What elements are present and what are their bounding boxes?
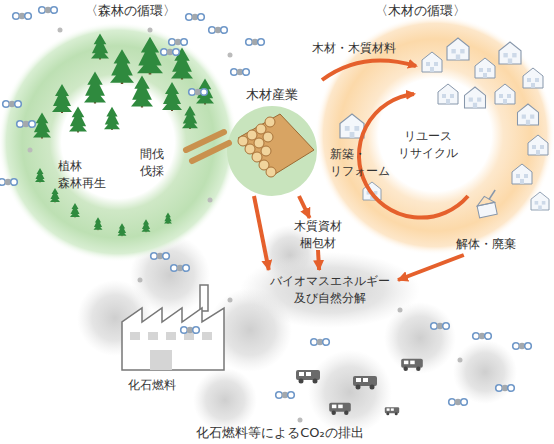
flow-arrow (254, 196, 269, 270)
flow-arrow (299, 196, 310, 218)
co2-molecule (209, 27, 228, 34)
particle (58, 28, 63, 33)
co2-molecule (246, 39, 265, 46)
factory-door (150, 350, 172, 370)
particle (228, 53, 233, 58)
factory-window (184, 332, 194, 340)
node-text: 木材・木質材料 (312, 40, 412, 57)
particle (298, 418, 303, 423)
smoke-cloud (308, 350, 392, 434)
forest-ring (0, 22, 238, 262)
node-heading: 〈森林の循環〉 (55, 2, 205, 20)
node-outline (227, 106, 317, 196)
node-text: 解体・廃棄 (456, 236, 526, 253)
cycle-node: 〈森林の循環〉植林 森林再生間伐 伐採 (0, 22, 238, 262)
co2-molecule (431, 323, 450, 330)
smoke-cloud (193, 368, 257, 432)
co2-molecule (231, 69, 250, 76)
factory-building (122, 308, 224, 370)
co2-molecule (186, 14, 205, 21)
cycle-node: 木質資材 梱包材 (290, 218, 346, 250)
vehicle (353, 376, 377, 390)
vehicle (296, 370, 320, 384)
co2-molecule (449, 399, 468, 406)
factory-window (202, 332, 212, 340)
co2-molecule (171, 265, 190, 272)
smoke-cloud (77, 280, 153, 356)
node-outline (0, 22, 238, 262)
chimney (200, 285, 208, 311)
co2-molecule (13, 13, 32, 20)
factory-window (130, 332, 140, 340)
co2-molecule (39, 7, 58, 14)
biomass-cloud (240, 252, 420, 328)
factory-window (148, 332, 158, 340)
vehicle (401, 359, 423, 371)
industry-circle (227, 106, 317, 196)
co2-molecule (311, 339, 330, 346)
vehicles (296, 359, 423, 416)
cycle-node: バイオマスエネルギー 及び自然分解 (262, 270, 398, 310)
node-heading: 〈木材の循環〉 (350, 2, 490, 20)
node-text: リユース リサイクル (392, 128, 464, 162)
particle (228, 298, 233, 303)
cycle-node: 〈木材の循環〉木材・木質材料新築・ リフォームリユース リサイクル解体・廃棄 (315, 15, 554, 255)
node-heading: 木質資材 梱包材 (290, 218, 346, 252)
smoke-cloud (453, 340, 517, 404)
particle (458, 358, 463, 363)
vehicle (385, 407, 399, 415)
node-text: 間伐 伐採 (140, 146, 170, 180)
node-heading: 木材産業 (236, 86, 308, 104)
factory-window (166, 332, 176, 340)
co2-molecule (473, 333, 492, 340)
caption-text: 化石燃料等によるCO₂の排出 (170, 424, 390, 442)
node-text: 植林 森林再生 (58, 158, 112, 192)
node-text: 新築・ リフォーム (330, 146, 394, 180)
part-label: 化石燃料 (112, 377, 192, 394)
vehicle (329, 403, 351, 415)
cycle-node: 木材産業 (227, 106, 317, 196)
node-heading: バイオマスエネルギー 及び自然分解 (262, 273, 398, 307)
co2-molecule (181, 327, 200, 334)
co2-molecule (276, 392, 295, 399)
co2-molecule (496, 385, 515, 392)
co2-molecule (513, 343, 532, 350)
factory (122, 285, 224, 370)
particle (138, 278, 143, 283)
